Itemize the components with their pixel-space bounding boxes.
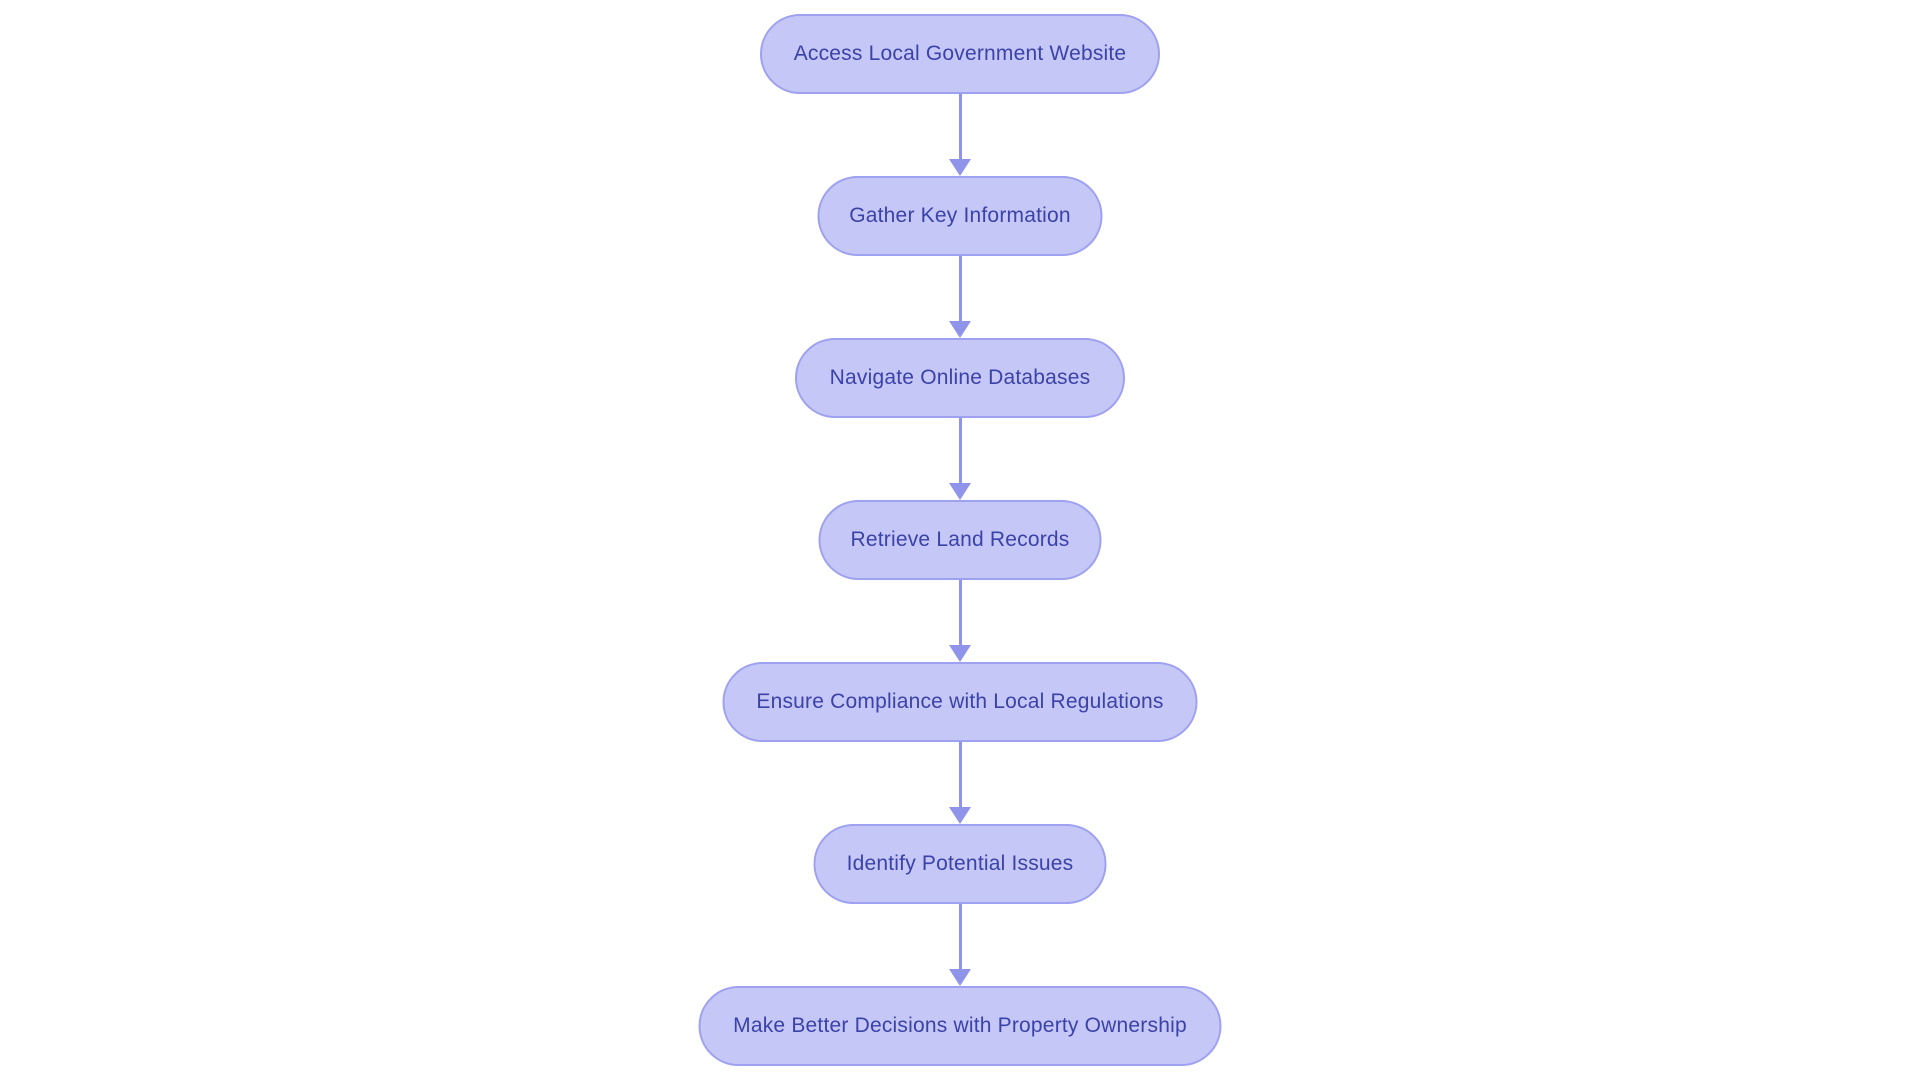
flow-node-label: Gather Key Information [849, 204, 1071, 227]
flow-arrow-5 [949, 742, 971, 824]
arrow-head-down-icon [949, 483, 971, 500]
arrow-line [958, 742, 962, 807]
arrow-head-down-icon [949, 321, 971, 338]
flow-node-retrieve-land-records: Retrieve Land Records [818, 500, 1102, 580]
flow-node-identify-potential-issues: Identify Potential Issues [813, 824, 1107, 904]
flow-node-label: Access Local Government Website [793, 42, 1127, 65]
arrow-head-down-icon [949, 645, 971, 662]
arrow-line [958, 94, 962, 159]
arrow-line [958, 418, 962, 483]
arrow-head-down-icon [949, 807, 971, 824]
arrow-line [958, 256, 962, 321]
arrow-line [958, 580, 962, 645]
flow-arrow-4 [949, 580, 971, 662]
arrow-head-down-icon [949, 969, 971, 986]
flow-node-label: Navigate Online Databases [829, 366, 1091, 389]
arrow-line [958, 904, 962, 969]
flow-node-navigate-online-databases: Navigate Online Databases [795, 338, 1125, 418]
flow-node-access-local-government-website: Access Local Government Website [760, 14, 1160, 94]
flow-node-label: Identify Potential Issues [846, 852, 1074, 875]
flow-node-label: Retrieve Land Records [850, 528, 1070, 551]
flow-node-make-better-decisions-with-property-ownership: Make Better Decisions with Property Owne… [698, 986, 1222, 1066]
flow-arrow-3 [949, 418, 971, 500]
flow-arrow-1 [949, 94, 971, 176]
flow-arrow-2 [949, 256, 971, 338]
flow-arrow-6 [949, 904, 971, 986]
flow-node-label: Ensure Compliance with Local Regulations [756, 690, 1164, 713]
flow-node-gather-key-information: Gather Key Information [817, 176, 1103, 256]
flow-node-ensure-compliance-with-local-regulations: Ensure Compliance with Local Regulations [722, 662, 1198, 742]
arrow-head-down-icon [949, 159, 971, 176]
flow-node-label: Make Better Decisions with Property Owne… [733, 1014, 1187, 1037]
